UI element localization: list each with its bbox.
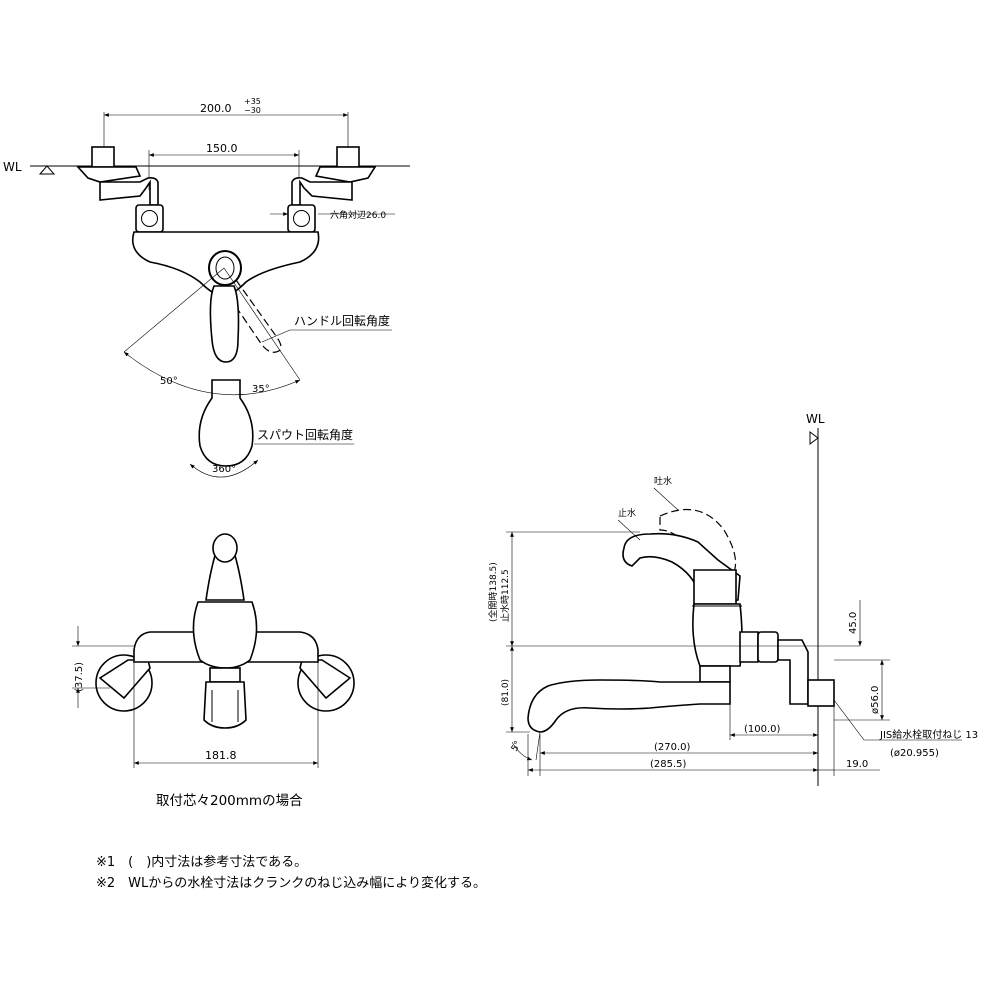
- note-2: ※2 WLからの水栓寸法はクランクのねじ込み幅により変化する。: [96, 876, 487, 891]
- dim-45: 45.0: [848, 612, 859, 634]
- dim-285: (285.5): [650, 759, 687, 770]
- dim-full-open: (全開時138.5): [487, 562, 499, 622]
- spout-angle-360: 360°: [212, 464, 236, 475]
- spout-rotation-label: スパウト回転角度: [257, 427, 353, 442]
- side-wl-label: WL: [806, 412, 825, 426]
- note-1: ※1 ( )内寸法は参考寸法である。: [96, 855, 308, 870]
- top-view: WL 200.0 +35 −30 150.0 六角対辺26.0: [3, 97, 410, 478]
- dim-height-37: (37.5): [74, 662, 85, 692]
- dim-width-181: 181.8: [205, 749, 237, 762]
- handle-rotation-label: ハンドル回転角度: [294, 313, 390, 328]
- top-wl-label: WL: [3, 160, 22, 174]
- dim-overall-tol-plus: +35: [244, 97, 261, 106]
- open-label: 吐水: [654, 475, 672, 487]
- stop-label: 止水: [618, 507, 636, 519]
- side-wl-triangle-icon: [809, 431, 819, 445]
- dim-overall-200: 200.0: [200, 102, 232, 115]
- dim-56: ø56.0: [870, 686, 881, 714]
- dim-center-150: 150.0: [206, 142, 238, 155]
- dim-270: (270.0): [654, 742, 691, 753]
- thread-label: JIS給水栓取付ねじ 13: [879, 728, 978, 741]
- dim-overall-tol-minus: −30: [244, 106, 261, 115]
- hex-size-label: 六角対辺26.0: [330, 209, 386, 221]
- front-view-caption: 取付芯々200mmの場合: [156, 793, 303, 809]
- front-view: (37.5) 181.8: [72, 533, 355, 768]
- angle-right-35: 35°: [252, 384, 270, 395]
- thread-size: (ø20.955): [890, 748, 939, 759]
- angle-5: 5°: [510, 740, 524, 754]
- angle-left-50: 50°: [160, 376, 178, 387]
- dim-81: (81.0): [501, 679, 511, 706]
- dim-19: 19.0: [846, 759, 868, 770]
- wl-triangle-icon: [38, 165, 56, 175]
- notes: ※1 ( )内寸法は参考寸法である。 ※2 WLからの水栓寸法はクランクのねじ込…: [96, 852, 486, 894]
- dim-stop: 止水時112.5: [499, 569, 511, 622]
- dim-100: (100.0): [744, 724, 781, 735]
- side-view: WL 吐水 止水 (全開時138.5) 止水時112.5 (81.0): [487, 412, 978, 786]
